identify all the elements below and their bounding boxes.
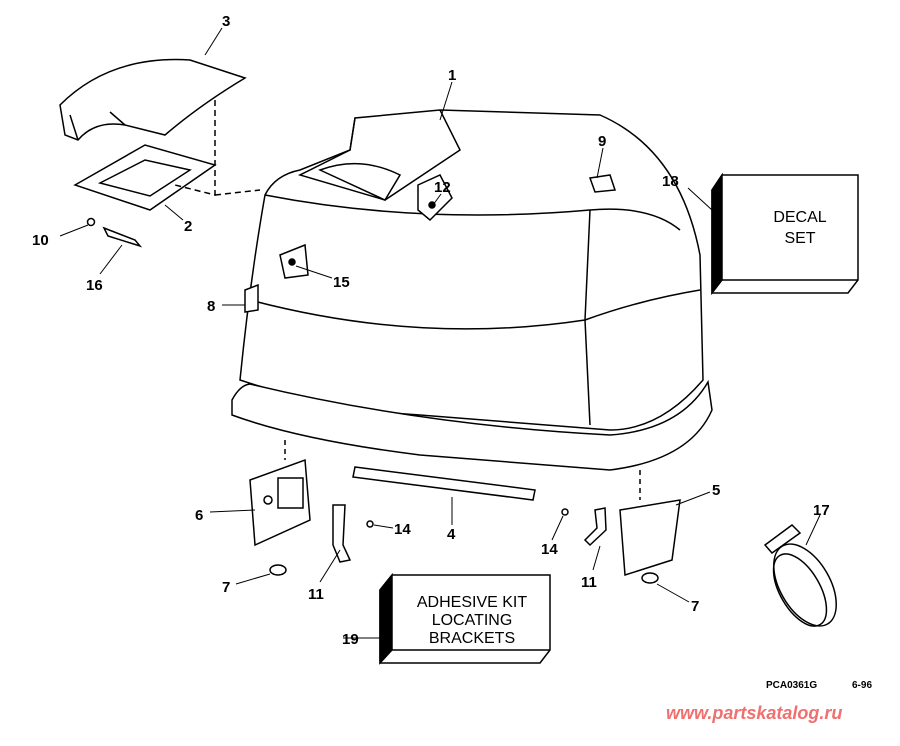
callout-14: 14 <box>541 541 558 558</box>
drawing-date: 6-96 <box>852 680 873 691</box>
decal-set-box <box>711 172 859 296</box>
drawing-reference: PCA0361G <box>766 680 818 691</box>
watermark: www.partskatalog.ru <box>666 703 843 723</box>
adhesive-kit-box <box>379 572 551 665</box>
plate-5 <box>619 499 681 577</box>
grommet-7 <box>641 572 659 584</box>
intake-grille <box>73 144 217 211</box>
callout-4: 4 <box>447 526 456 543</box>
decal-box-line2: SET <box>784 230 815 247</box>
adhesive-box-line1: ADHESIVE KIT <box>417 594 527 611</box>
assembly-line <box>174 100 261 196</box>
callout-5: 5 <box>712 482 720 499</box>
seal-strip-4 <box>352 466 536 501</box>
bracket-6 <box>249 458 311 547</box>
callout-11: 11 <box>308 586 324 603</box>
bracket-11 <box>583 507 607 547</box>
callout-17: 17 <box>813 502 830 519</box>
engine-cover <box>231 109 713 471</box>
cable-17 <box>763 524 837 627</box>
callout-8: 8 <box>207 298 215 315</box>
callout-1: 1 <box>448 67 456 84</box>
callout-14: 14 <box>394 521 411 538</box>
callout-3: 3 <box>222 13 230 30</box>
callout-6: 6 <box>195 507 203 524</box>
callout-2: 2 <box>184 218 192 235</box>
grommet-7 <box>269 564 287 576</box>
air-intake-cover <box>59 58 247 141</box>
seal-16 <box>102 226 143 248</box>
callout-15: 15 <box>333 274 350 291</box>
screw-14 <box>561 508 569 516</box>
callout-7: 7 <box>691 598 699 615</box>
callout-10: 10 <box>32 232 49 249</box>
screw-14 <box>366 520 374 528</box>
callout-11: 11 <box>581 574 597 591</box>
bracket-11 <box>332 504 352 563</box>
screw-10 <box>86 217 96 227</box>
decal-box-line1: DECAL <box>773 209 826 226</box>
callout-9: 9 <box>598 133 606 150</box>
adhesive-box-line2: LOCATING <box>432 612 513 629</box>
callout-18: 18 <box>662 173 679 190</box>
callout-19: 19 <box>342 631 359 648</box>
adhesive-box-line3: BRACKETS <box>429 630 515 647</box>
callout-16: 16 <box>86 277 103 294</box>
callout-7: 7 <box>222 579 230 596</box>
leader-lines <box>59 27 821 639</box>
callout-12: 12 <box>434 179 451 196</box>
